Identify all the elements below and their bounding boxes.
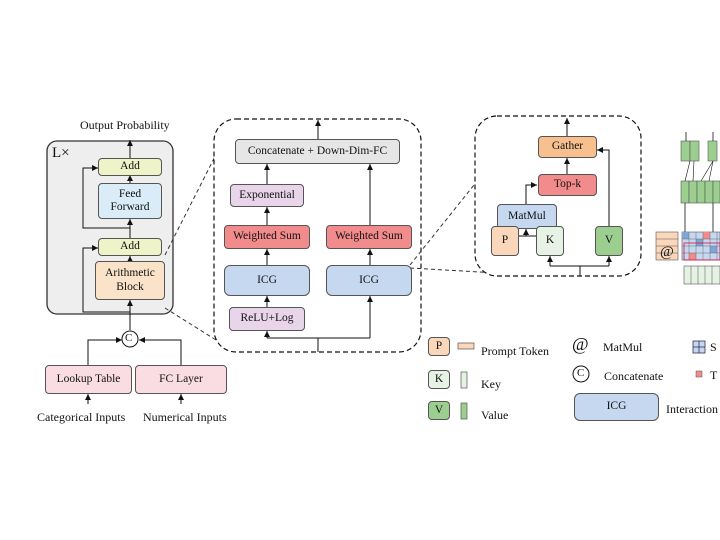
legend-v-box: V: [428, 401, 450, 420]
legend-prompt-bar: [457, 342, 475, 350]
v-node: V: [595, 226, 623, 256]
legend-concat-symbol: C: [577, 367, 585, 379]
concat-circle: [121, 330, 139, 348]
arrow-fc-to-concat: [139, 337, 182, 365]
legend-concatenate-label: Concatenate: [604, 369, 664, 383]
relu-log-node: ReLU+Log: [229, 307, 305, 331]
weighted-sum-right-node: Weighted Sum: [326, 225, 412, 249]
legend-k-box: K: [428, 370, 450, 389]
icg-input-split: [550, 265, 609, 276]
add-top-node: Add: [98, 158, 162, 176]
icg-left-node: ICG: [224, 265, 310, 296]
legend-grid-icon: [692, 340, 706, 354]
matmul-node: MatMul: [497, 204, 557, 229]
legend-t-partial: T: [710, 368, 718, 382]
arrow-matmul-to-topk: [525, 182, 537, 204]
legend-key-bar: [460, 371, 468, 389]
right-matmul-symbol: @: [660, 244, 674, 260]
k-node: K: [536, 226, 564, 256]
lookup-table-node: Lookup Table: [45, 365, 132, 394]
legend-key-label: Key: [481, 377, 501, 391]
legend-matmul-label: MatMul: [603, 340, 643, 354]
right-partial-figure: [655, 132, 720, 285]
gather-node: Gather: [538, 136, 597, 158]
zoom-line-top: [164, 122, 233, 256]
icg-right-node: ICG: [326, 265, 412, 296]
legend-red-square: [695, 370, 703, 378]
repeat-label: L×: [52, 145, 70, 161]
topk-node: Top-k: [538, 174, 597, 196]
legend-prompt-token-label: Prompt Token: [481, 344, 549, 358]
legend-s-partial: S: [710, 340, 717, 354]
categorical-inputs-label: Categorical Inputs: [37, 410, 126, 424]
legend-icg-box: ICG: [574, 393, 659, 421]
concat-downdim-fc-node: Concatenate + Down-Dim-FC: [235, 139, 400, 164]
arrow-lookup-to-concat: [87, 337, 122, 365]
legend-p-box: P: [428, 337, 450, 356]
arithmetic-block-node: Arithmetic Block: [95, 261, 165, 300]
legend-value-label: Value: [481, 408, 509, 422]
feed-forward-node: Feed Forward: [98, 183, 162, 219]
fc-layer-node: FC Layer: [135, 365, 227, 394]
numerical-inputs-label: Numerical Inputs: [143, 410, 227, 424]
input-split-line: [267, 337, 370, 352]
exponential-node: Exponential: [230, 184, 304, 207]
output-probability-label: Output Probability: [80, 118, 170, 132]
legend-concat-circle: [572, 365, 590, 383]
legend-matmul-symbol: @: [572, 334, 589, 354]
concat-symbol: C: [125, 332, 133, 344]
legend-interaction-label: Interaction: [666, 402, 718, 416]
add-bottom-node: Add: [98, 238, 162, 256]
arrow-v-to-gather: [597, 147, 610, 226]
legend-value-bar: [460, 402, 468, 420]
p-node: P: [491, 226, 519, 256]
weighted-sum-left-node: Weighted Sum: [224, 225, 310, 249]
